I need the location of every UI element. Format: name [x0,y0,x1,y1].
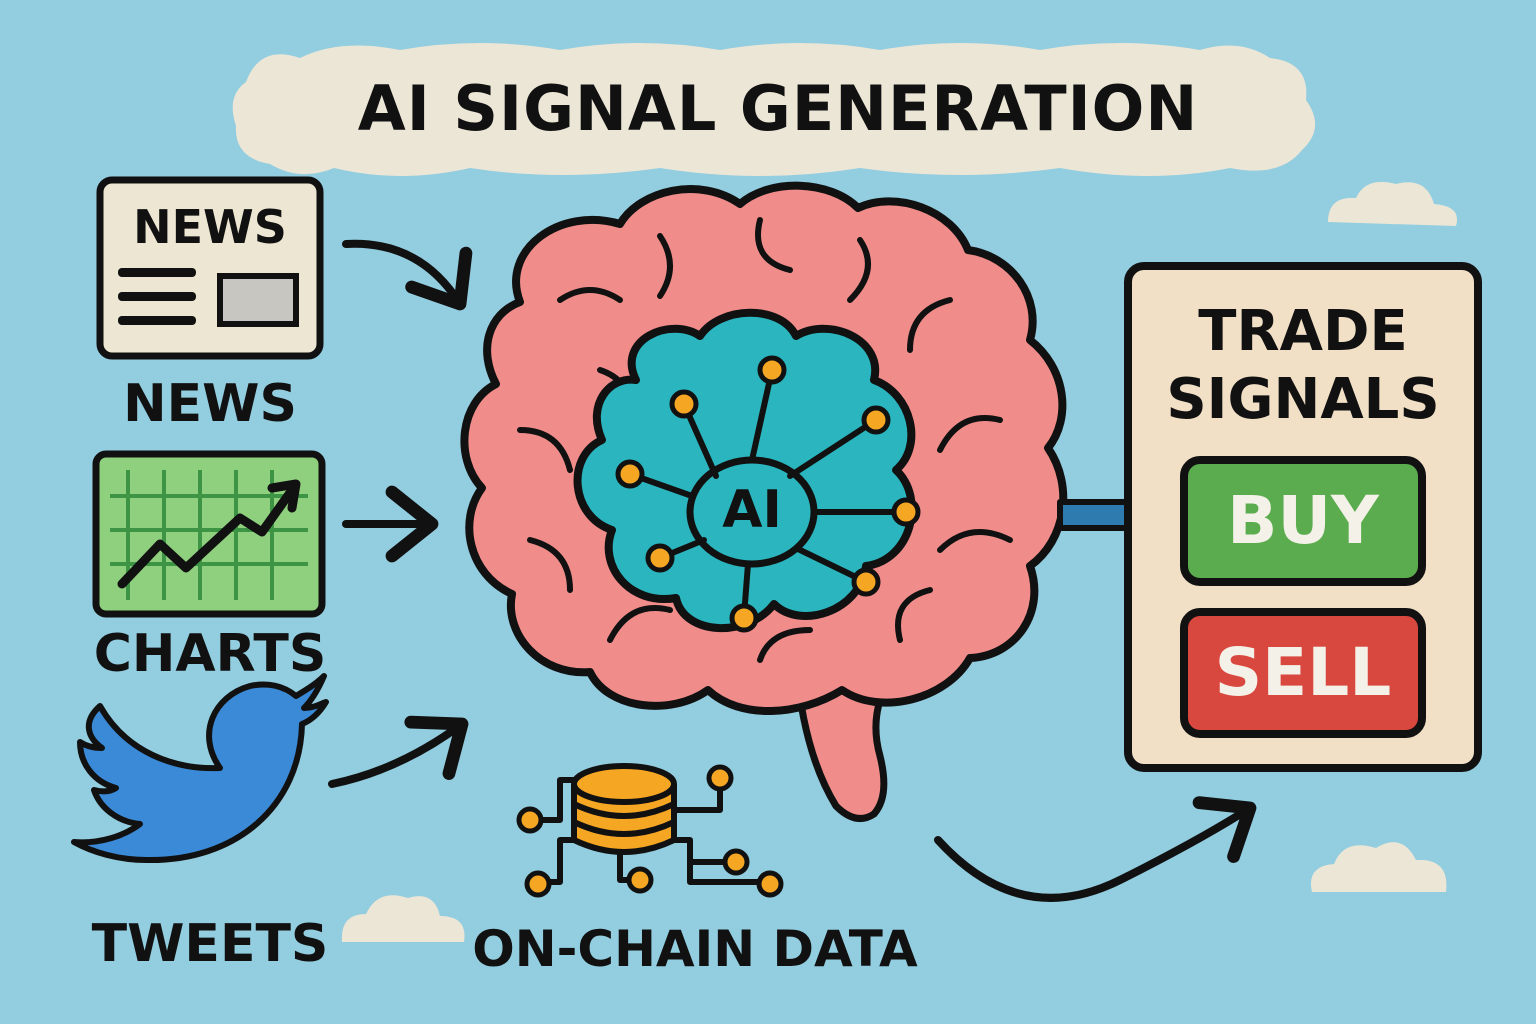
cloud-top-right [1328,181,1458,226]
arrow-tweets-to-brain [328,715,469,788]
trade-signals-heading-line2: SIGNALS [1166,367,1440,432]
sell-signal-label: SELL [1214,634,1392,711]
brain-illustration [460,181,1068,822]
charts-label: CHARTS [93,624,327,684]
news-icon-text: NEWS [133,200,287,254]
title-cloud [232,43,1316,176]
trade-signals-panel [1124,262,1482,772]
ai-core-label: AI [722,480,782,540]
news-label: NEWS [123,374,297,434]
page-title: AI SIGNAL GENERATION [357,72,1199,145]
twitter-bird-icon [71,673,329,864]
arrow-news-to-brain [342,239,473,311]
onchain-data-label: ON-CHAIN DATA [472,920,918,978]
trade-signals-heading-line1: TRADE [1198,299,1408,364]
database-network-icon [516,763,784,898]
chart-icon [92,450,326,618]
news-icon [96,176,324,360]
cloud-bottom-left [341,895,465,942]
tweets-label: TWEETS [91,914,329,974]
cloud-bottom-right [1310,842,1447,892]
arrow-onchain-to-signals [934,796,1257,902]
buy-signal-label: BUY [1227,482,1379,559]
